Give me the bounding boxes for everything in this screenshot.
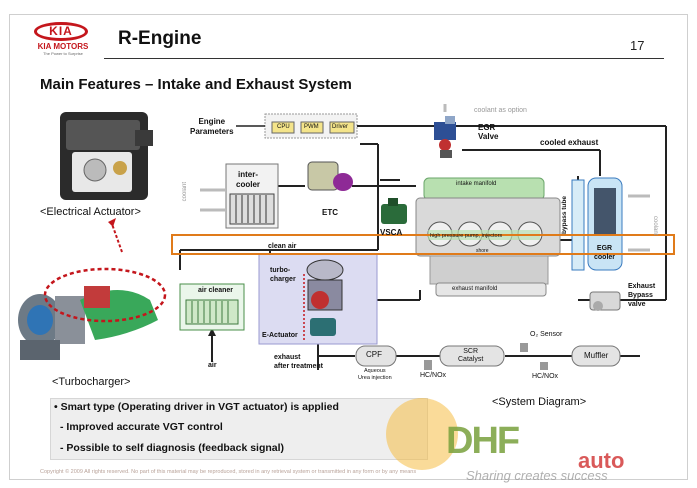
label-aqueous-urea: Aqueous Urea injection xyxy=(358,368,392,381)
title-rule xyxy=(104,58,664,59)
turbocharger-image xyxy=(18,267,167,360)
label-intake-manifold: intake manifold xyxy=(456,181,497,187)
etc-throttle xyxy=(307,161,353,191)
label-engine-parameters: Engine Parameters xyxy=(190,117,234,136)
label-vsca: VSCA xyxy=(380,228,403,237)
label-coolant-right: coolant xyxy=(652,216,658,236)
kia-motors-text: KIA MOTORS xyxy=(37,42,89,51)
intercooler-core xyxy=(229,193,275,225)
kia-logo: KIA KIA MOTORS The Power to Surprise xyxy=(30,22,96,56)
copyright-text: Copyright © 2009 All rights reserved. No… xyxy=(40,469,417,475)
label-air-cleaner: air cleaner xyxy=(198,287,234,294)
label-cpu: CPU xyxy=(277,124,290,130)
watermark-auto: auto xyxy=(578,448,625,473)
label-intercooler: inter- cooler xyxy=(236,170,261,189)
highlight-box xyxy=(171,234,675,255)
label-egr-valve: EGR Valve xyxy=(478,123,499,141)
slide-title: R-Engine xyxy=(118,28,202,49)
label-exhaust-bypass-valve: Exhaust Bypass valve xyxy=(628,283,656,308)
bypass-tube xyxy=(571,179,585,271)
bullet-sub-2: - Possible to self diagnosis (feedback s… xyxy=(60,442,285,454)
label-etc: ETC xyxy=(322,208,338,217)
exhaust-bypass-valve xyxy=(589,291,621,311)
label-air: air xyxy=(208,362,217,369)
label-hc-nox-1: HC/NOx xyxy=(420,372,447,379)
label-cpf: CPF xyxy=(366,350,382,359)
bullet-sub-1: - Improved accurate VGT control xyxy=(60,421,223,433)
label-muffler: Muffler xyxy=(584,351,609,360)
actuator-arrow xyxy=(111,223,123,253)
watermark-tagline: Sharing creates success xyxy=(466,468,608,483)
slide-subtitle: Main Features – Intake and Exhaust Syste… xyxy=(40,76,352,93)
label-pwm: PWM xyxy=(304,124,319,130)
watermark-logo: DHF xyxy=(446,420,520,462)
label-o2-sensor: O₂ Sensor xyxy=(530,331,563,338)
after-treatment xyxy=(355,343,621,370)
features-panel xyxy=(50,398,428,460)
label-high-pressure-pump: high pressure pump, injectors xyxy=(430,233,503,239)
bullet-main: • Smart type (Operating driver in VGT ac… xyxy=(54,401,339,413)
vsca-valve xyxy=(381,198,407,224)
kia-slogan: The Power to Surprise xyxy=(43,51,83,56)
label-cooled-exhaust: cooled exhaust xyxy=(540,138,599,147)
watermark-circle xyxy=(386,398,458,470)
caption-system-diagram: <System Diagram> xyxy=(492,396,587,408)
driver-box xyxy=(329,121,355,134)
egr-cooler xyxy=(587,177,623,271)
actuator-arrow-head xyxy=(108,218,116,227)
label-scr-catalyst: SCR Catalyst xyxy=(458,348,484,363)
page-number: 17 xyxy=(630,38,645,53)
cpu-box xyxy=(271,121,295,134)
label-shore: shore xyxy=(476,248,489,254)
label-clean-air: clean air xyxy=(268,243,297,250)
turbo-diagram xyxy=(303,259,344,340)
caption-turbocharger: <Turbocharger> xyxy=(52,376,131,388)
label-turbocharger-diagram: turbo- charger xyxy=(270,267,296,283)
label-hc-nox-2: HC/NOx xyxy=(532,373,559,380)
pwm-box xyxy=(300,121,324,134)
label-e-actuator: E-Actuator xyxy=(262,332,298,339)
engine-block xyxy=(415,177,561,297)
label-exhaust-manifold: exhaust manifold xyxy=(452,286,498,292)
label-exhaust-after-treatment: exhaust after treatment xyxy=(274,354,324,370)
caption-electrical-actuator: <Electrical Actuator> xyxy=(40,206,141,218)
label-driver: Driver xyxy=(332,124,348,130)
kia-logo-oval: KIA xyxy=(34,22,88,41)
egr-valve xyxy=(434,116,456,158)
electrical-actuator-image xyxy=(60,112,153,200)
label-coolant-left: coolant xyxy=(182,182,188,202)
air-cleaner-filter xyxy=(185,299,239,325)
label-bypass-tube: bypass tube xyxy=(561,196,568,234)
label-egr-cooler: EGR cooler xyxy=(594,245,616,261)
label-coolant-as-option: coolant as option xyxy=(474,107,527,114)
